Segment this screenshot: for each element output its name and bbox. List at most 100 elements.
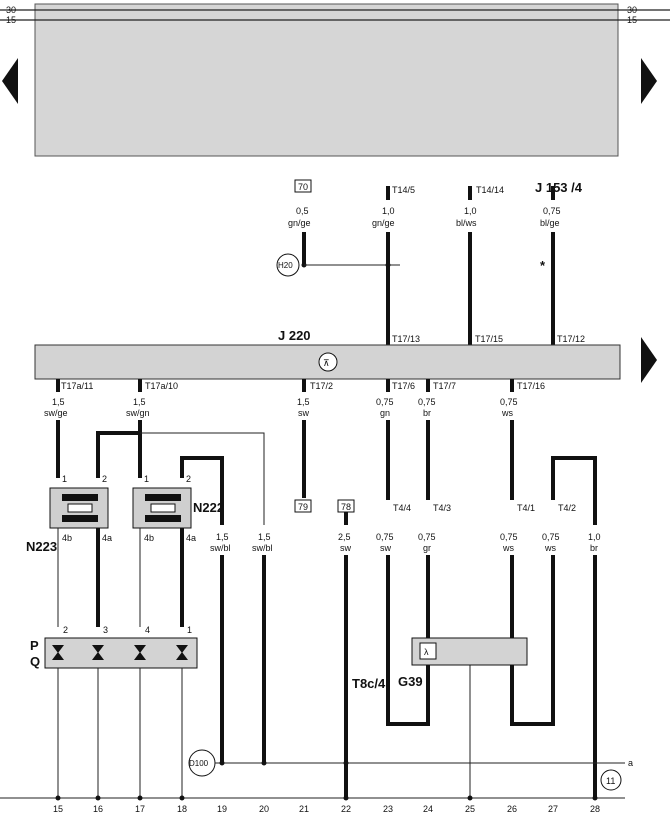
valve-pin-4a-2: 4a [186,533,196,543]
top-wire-4-color: bl/ge [540,218,560,228]
pin-t14-14: T14/14 [476,185,504,195]
col-19: 19 [217,804,227,814]
col-18: 18 [177,804,187,814]
lower-wire-8-size: 1,0 [588,532,601,542]
top-wire-1-color: gn/ge [288,218,311,228]
mid-wire-2-size: 1,5 [133,397,146,407]
lower-wire-7-color: ws [544,543,556,553]
connector-79-label: 79 [298,502,308,512]
page-next-arrow-mid[interactable] [641,337,657,383]
valve-n223-label: N223 [26,539,57,554]
top-wire-3-size: 1,0 [464,206,477,216]
lower-wire-5-size: 0,75 [418,532,436,542]
lower-wire-4-color: sw [380,543,392,553]
top-wire-2-size: 1,0 [382,206,395,216]
valve-pin-4b-1: 4b [62,533,72,543]
pq-label-q: Q [30,654,40,669]
pin-t8c-4: T8c/4 [352,676,386,691]
connector-78-label: 78 [341,502,351,512]
col-20: 20 [259,804,269,814]
lower-wire-3-color: sw [340,543,352,553]
lower-wire-2-color: sw/bl [252,543,273,553]
pin-t17-15: T17/15 [475,334,503,344]
mid-wire-5-color: br [423,408,431,418]
valve-n222-label: N222 [193,500,224,515]
mid-wire-3-size: 1,5 [297,397,310,407]
column-numbers: 15 16 17 18 19 20 21 22 23 24 25 26 27 2… [53,804,600,814]
pin-t4-4: T4/4 [393,503,411,513]
lower-wire-7-size: 0,75 [542,532,560,542]
top-wire-3-color: bl/ws [456,218,477,228]
rail-30-left: 30 [6,5,16,15]
pin-t14-5: T14/5 [392,185,415,195]
ground-dots [55,795,598,801]
pq-pin-4: 4 [145,625,150,635]
lower-wire-1-color: sw/bl [210,543,231,553]
mid-wire-1-color: sw/ge [44,408,68,418]
svg-text:λ: λ [424,647,429,657]
valve-pin-3: 1 [144,474,149,484]
mid-wire-4-color: gn [380,408,390,418]
pin-t17-7: T17/7 [433,381,456,391]
top-wire-1-size: 0,5 [296,206,309,216]
connector-79-box [294,499,312,513]
rail-30-right: 30 [627,5,637,15]
connector-70-box [294,179,312,193]
j220-ground-symbol [318,352,338,372]
mid-wire-6-size: 0,75 [500,397,518,407]
lower-wire-5-color: gr [423,543,431,553]
lower-wire-6-size: 0,75 [500,532,518,542]
d100-label: D100 [189,759,209,768]
page-prev-arrow[interactable] [2,58,18,104]
page-next-arrow-top[interactable] [641,58,657,104]
top-wire-2-color: gn/ge [372,218,395,228]
lower-wire-4-size: 0,75 [376,532,394,542]
pin-t4-1: T4/1 [517,503,535,513]
g39-label: G39 [398,674,423,689]
valve-pin-4: 2 [186,474,191,484]
lower-wire-6-color: ws [502,543,514,553]
svg-text:⊼: ⊼ [323,358,330,368]
pin-t4-2: T4/2 [558,503,576,513]
rail-15-left: 15 [6,15,16,25]
pin-t17-6: T17/6 [392,381,415,391]
lower-wire-8-color: br [590,543,598,553]
pin-t17-13: T17/13 [392,334,420,344]
lower-wire-1-size: 1,5 [216,532,229,542]
col-23: 23 [383,804,393,814]
mid-wire-6-color: ws [501,408,513,418]
col-17: 17 [135,804,145,814]
pin-j153-4: J 153 /4 [535,180,583,195]
valve-pin-4b-2: 4b [144,533,154,543]
valve-pin-2: 2 [102,474,107,484]
valve-pin-1: 1 [62,474,67,484]
mid-wire-2-color: sw/gn [126,408,150,418]
mid-wire-3-color: sw [298,408,310,418]
asterisk-note: * [540,258,546,273]
col-16: 16 [93,804,103,814]
col-28: 28 [590,804,600,814]
pin-t17a-10: T17a/10 [145,381,178,391]
col-24: 24 [423,804,433,814]
h20-label: H20 [278,261,293,270]
top-wire-4-size: 0,75 [543,206,561,216]
pin-t17-2: T17/2 [310,381,333,391]
pin-t17-12: T17/12 [557,334,585,344]
ref-11-label: 11 [606,776,615,786]
pq-pin-2: 2 [63,625,68,635]
lower-wire-2-size: 1,5 [258,532,271,542]
col-26: 26 [507,804,517,814]
connector-70-label: 70 [298,182,308,192]
pin-t17-16: T17/16 [517,381,545,391]
pq-label-p: P [30,638,39,653]
col-27: 27 [548,804,558,814]
rail-15-right: 15 [627,15,637,25]
mid-wire-1-size: 1,5 [52,397,65,407]
ref-a: a [628,758,633,768]
pq-pin-3: 3 [103,625,108,635]
mid-wire-4-size: 0,75 [376,397,394,407]
col-21: 21 [299,804,309,814]
lower-wire-3-size: 2,5 [338,532,351,542]
pin-t4-3: T4/3 [433,503,451,513]
